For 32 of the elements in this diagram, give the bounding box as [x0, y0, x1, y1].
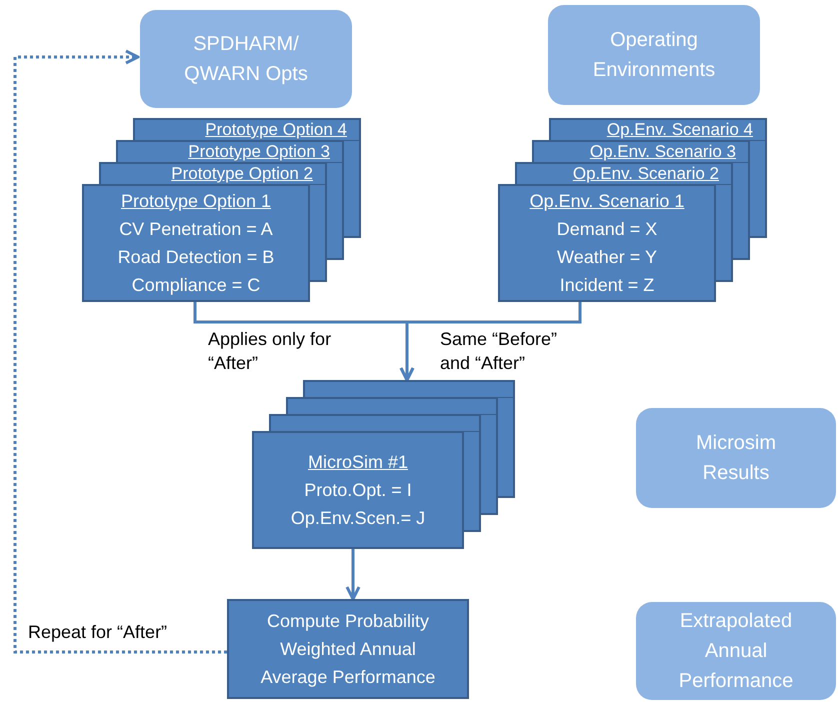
arrow [346, 549, 360, 600]
category-box [636, 602, 836, 700]
stacked-card [286, 397, 498, 414]
box-text: Weather = Y [557, 246, 657, 269]
box-text: Op.Env.Scen.= J [290, 507, 426, 530]
card-heading: Op.Env. Scenario 3 [590, 142, 736, 162]
category-box [140, 10, 352, 108]
arrow [400, 302, 582, 382]
box-text: Demand = X [556, 218, 658, 241]
box-text: Compute Probability Weighted Annual Average Performance [260, 610, 436, 689]
box-text: SPDHARM/ QWARN Opts [183, 32, 309, 87]
card-heading: Op.Env. Scenario 1 [530, 190, 684, 213]
dotted-arrow [14, 50, 227, 654]
process-box [227, 599, 469, 699]
category-box [636, 408, 836, 508]
stacked-card [303, 380, 515, 397]
box-text: Operating Environments [592, 28, 716, 83]
card-heading: Op.Env. Scenario 4 [606, 120, 753, 140]
card-heading: Prototype Option 4 [205, 120, 347, 140]
card-heading: Prototype Option 2 [171, 164, 313, 184]
box-text: Microsim Results [695, 431, 777, 486]
box-text: Road Detection = B [118, 246, 274, 269]
card-heading: MicroSim #1 [308, 451, 408, 474]
box-text: Incident = Z [560, 274, 654, 297]
box-text: Extrapolated Annual Performance [678, 609, 794, 694]
box-text: CV Penetration = A [119, 218, 273, 241]
card-heading: Prototype Option 3 [188, 142, 330, 162]
category-box [548, 5, 760, 105]
card-heading: Prototype Option 1 [120, 190, 272, 213]
box-text: Compliance = C [132, 274, 260, 297]
card-heading: Op.Env. Scenario 2 [572, 164, 719, 184]
box-text: Proto.Opt. = I [304, 479, 412, 502]
